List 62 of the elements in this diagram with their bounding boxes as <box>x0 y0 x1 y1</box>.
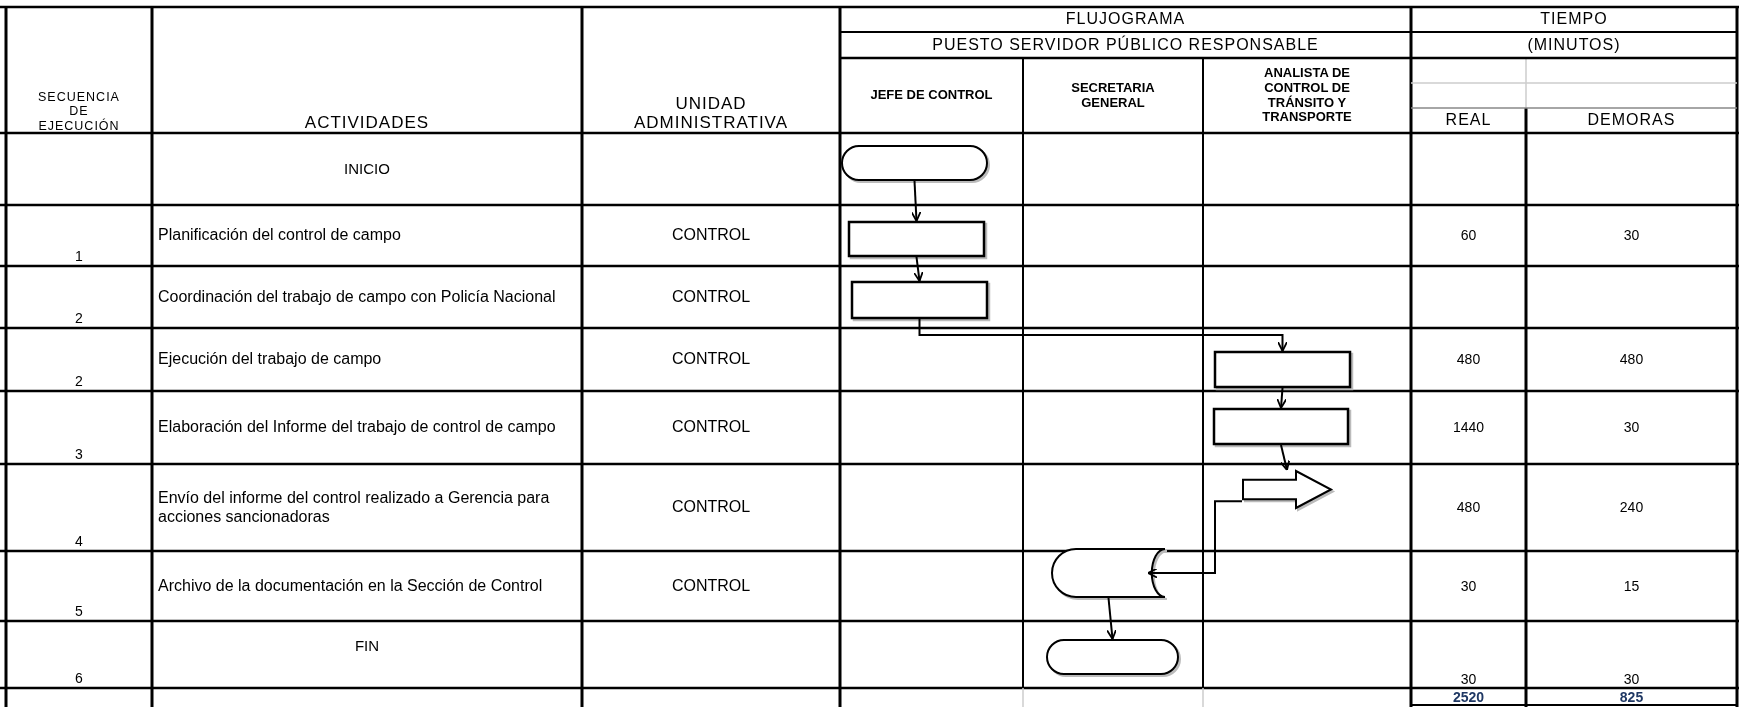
start-label: INICIO <box>344 160 390 178</box>
arrow <box>918 318 1288 352</box>
sequence-number: 5 <box>75 602 83 619</box>
sequence-number: 6 <box>75 669 83 686</box>
end-label: FIN <box>354 637 380 655</box>
process-box <box>851 281 988 319</box>
arrow <box>1276 387 1288 409</box>
time-value: 30 <box>1623 227 1640 244</box>
activity-text: Envío del informe del control realizado a Gerencia para acciones sancionadoras <box>158 489 551 526</box>
unit-text: CONTROL <box>671 350 751 369</box>
unit-text: CONTROL <box>671 576 751 596</box>
arrow <box>1279 444 1291 471</box>
stored-data-shape <box>1051 548 1166 598</box>
column-header: FLUJOGRAMA <box>1065 10 1186 29</box>
arrow <box>910 180 922 222</box>
time-value: 480 <box>1619 351 1644 368</box>
unit-text: CONTROL <box>671 287 751 307</box>
time-value: 480 <box>1456 499 1481 516</box>
column-header: (MINUTOS) <box>1527 35 1621 55</box>
sequence-number: 3 <box>75 445 83 462</box>
unit-text: CONTROL <box>671 418 751 437</box>
time-value: 30 <box>1460 577 1477 595</box>
column-header: DEMORAS <box>1587 111 1676 130</box>
column-header: UNIDAD ADMINISTRATIVA <box>632 93 790 133</box>
column-header: ANALISTA DE CONTROL DE TRÁNSITO Y TRANSPORTE <box>1261 65 1353 126</box>
arrow <box>1147 500 1243 579</box>
time-value: 1440 <box>1452 419 1485 436</box>
process-box <box>1213 408 1349 445</box>
time-value: 15 <box>1623 577 1640 595</box>
time-value: 240 <box>1619 499 1644 516</box>
process-box <box>848 221 985 257</box>
terminal-shape <box>1046 639 1179 675</box>
block-arrow-shape <box>1242 470 1332 509</box>
activity-text: Planificación del control de campo <box>158 226 401 245</box>
column-header: SECRETARIA GENERAL <box>1070 80 1156 111</box>
column-header: SECUENCIA DE EJECUCIÓN <box>37 89 121 133</box>
time-value: 30 <box>1623 670 1640 687</box>
process-box <box>1214 351 1351 388</box>
column-header: ACTIVIDADES <box>304 113 430 133</box>
total-value: 2520 <box>1452 689 1485 706</box>
column-header: REAL <box>1445 111 1492 130</box>
sequence-number: 1 <box>75 247 83 264</box>
sequence-number: 2 <box>75 372 83 389</box>
activity-text: Ejecución del trabajo de campo <box>158 350 382 369</box>
activity-text: Archivo de la documentación en la Sección de Control <box>158 576 543 596</box>
arrow <box>913 256 924 282</box>
sequence-number: 4 <box>75 532 83 549</box>
unit-text: CONTROL <box>671 498 751 517</box>
activity-text: Coordinación del trabajo de campo con Policía Nacional <box>158 287 556 307</box>
sequence-number: 2 <box>75 309 83 326</box>
unit-text: CONTROL <box>671 226 751 245</box>
column-header: JEFE DE CONTROL <box>870 88 993 103</box>
activity-text: Elaboración del Informe del trabajo de control de campo <box>158 418 556 437</box>
arrow <box>1106 597 1117 640</box>
time-value: 30 <box>1623 419 1640 436</box>
total-value: 825 <box>1619 689 1644 706</box>
time-value: 60 <box>1460 227 1477 244</box>
column-header: TIEMPO <box>1540 10 1608 29</box>
terminal-shape <box>841 145 988 181</box>
column-header: PUESTO SERVIDOR PÚBLICO RESPONSABLE <box>932 35 1319 55</box>
time-value: 480 <box>1456 351 1481 368</box>
time-value: 30 <box>1460 670 1477 687</box>
